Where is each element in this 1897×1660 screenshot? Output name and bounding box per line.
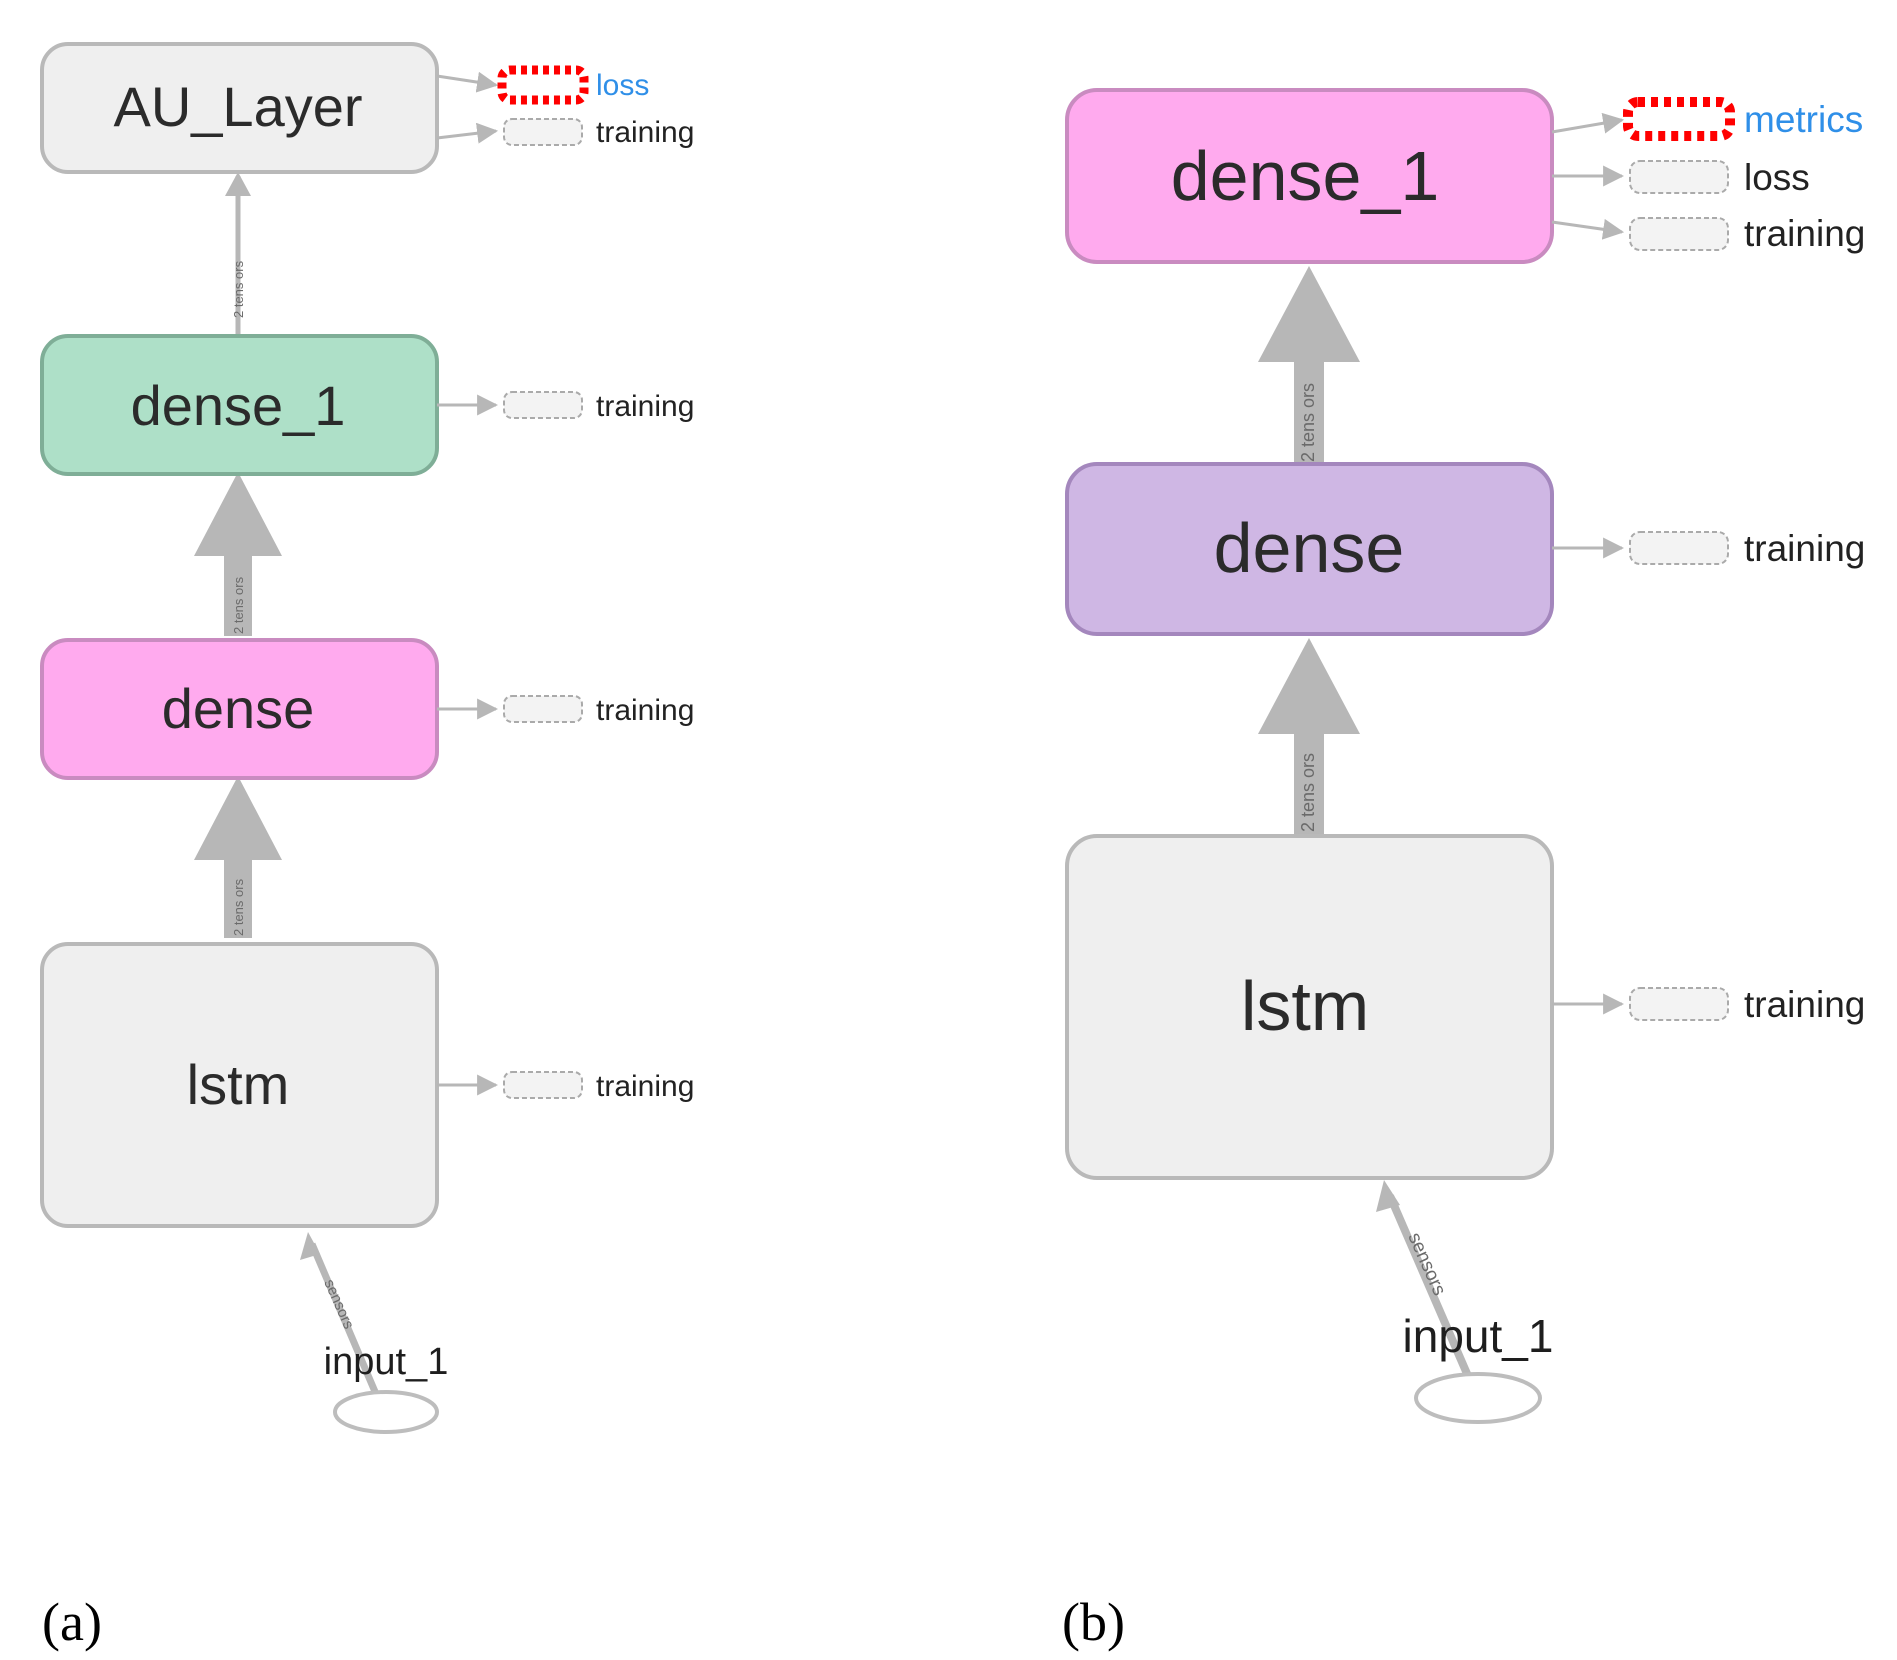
- output-stub-loss: [1629, 160, 1729, 194]
- output-label-training: training: [596, 1070, 694, 1103]
- node-au-layer-label: AU_Layer: [113, 75, 362, 138]
- node-au-layer[interactable]: AU_Layer: [40, 42, 439, 174]
- edge-lstm-to-dense: 2 tens ors: [1258, 638, 1360, 834]
- output-stub-training: [503, 118, 583, 146]
- output-stub-training: [1629, 987, 1729, 1021]
- edge-label-input-to-lstm: sensors: [1403, 1229, 1449, 1298]
- node-input-1[interactable]: input_1: [1403, 1310, 1554, 1424]
- output-label-training: training: [1744, 213, 1865, 254]
- node-dense-1[interactable]: dense_1: [1065, 88, 1554, 264]
- output-dense-1-training[interactable]: training: [1551, 213, 1865, 254]
- output-label-loss: loss: [596, 69, 649, 102]
- input-ellipse: [333, 1390, 439, 1434]
- output-stub-training: [503, 695, 583, 723]
- edge-label-dense-to-dense-1: 2 tens ors: [231, 576, 246, 634]
- output-label-loss: loss: [1744, 157, 1810, 198]
- node-lstm-label: lstm: [187, 1053, 290, 1116]
- node-au-layer-box: [40, 42, 439, 174]
- edge-label-dense-1-to-au-layer: 2 tens ors: [231, 260, 246, 318]
- node-dense-label: dense: [162, 677, 315, 740]
- output-stub-training: [1629, 531, 1729, 565]
- output-stub-metrics-highlight: [1623, 97, 1735, 141]
- output-dense-1-training[interactable]: training: [437, 390, 694, 423]
- output-stub-training: [503, 391, 583, 419]
- node-dense-1-label: dense_1: [131, 374, 346, 437]
- input-label: input_1: [324, 1341, 449, 1383]
- node-dense[interactable]: dense: [1065, 462, 1554, 636]
- node-dense[interactable]: dense: [40, 638, 439, 780]
- edge-label-lstm-to-dense: 2 tens ors: [231, 878, 246, 936]
- output-stub-loss-highlight: [497, 65, 589, 105]
- node-dense-1-label: dense_1: [1171, 137, 1440, 215]
- output-stub-training: [503, 1071, 583, 1099]
- node-input-1[interactable]: input_1: [324, 1341, 449, 1434]
- output-au-layer-loss[interactable]: loss: [436, 65, 649, 105]
- node-lstm-box: [1065, 834, 1554, 1180]
- node-dense-1[interactable]: dense_1: [40, 334, 439, 476]
- output-lstm-training[interactable]: training: [1552, 984, 1865, 1025]
- output-lstm-training[interactable]: training: [437, 1070, 694, 1103]
- caption-b: (b): [1062, 1592, 1125, 1652]
- output-label-training: training: [596, 116, 694, 149]
- output-label-training: training: [1744, 528, 1865, 569]
- panel-b: 2 tens ors 2 tens ors dense_1 dense lstm: [1062, 88, 1865, 1652]
- edge-label-dense-to-dense-1: 2 tens ors: [1298, 383, 1318, 462]
- node-lstm[interactable]: lstm: [1065, 834, 1554, 1180]
- output-stub-training: [1629, 217, 1729, 251]
- edge-dense-1-to-au-layer: 2 tens ors: [225, 172, 251, 334]
- output-dense-training[interactable]: training: [437, 694, 694, 727]
- output-label-training: training: [596, 694, 694, 727]
- output-au-layer-training[interactable]: training: [436, 116, 694, 149]
- edge-dense-to-dense-1: 2 tens ors: [194, 472, 282, 636]
- node-lstm[interactable]: lstm: [40, 942, 439, 1228]
- output-label-metrics: metrics: [1744, 99, 1863, 140]
- node-lstm-label: lstm: [1241, 967, 1369, 1045]
- edge-lstm-to-dense: 2 tens ors: [194, 776, 282, 938]
- caption-a: (a): [42, 1592, 102, 1652]
- edge-label-input-to-lstm: sensors: [320, 1277, 357, 1332]
- output-label-training: training: [596, 390, 694, 423]
- output-dense-1-loss[interactable]: loss: [1552, 157, 1810, 198]
- output-dense-training[interactable]: training: [1552, 528, 1865, 569]
- edge-dense-to-dense-1: 2 tens ors: [1258, 266, 1360, 464]
- input-label: input_1: [1403, 1310, 1554, 1362]
- output-label-training: training: [1744, 984, 1865, 1025]
- output-dense-1-metrics[interactable]: metrics: [1551, 97, 1863, 141]
- panel-a: 2 tens ors 2 tens ors 2 tens ors AU_Laye…: [40, 42, 694, 1652]
- input-ellipse: [1414, 1372, 1542, 1424]
- node-dense-label: dense: [1214, 509, 1405, 587]
- edge-label-lstm-to-dense: 2 tens ors: [1298, 753, 1318, 832]
